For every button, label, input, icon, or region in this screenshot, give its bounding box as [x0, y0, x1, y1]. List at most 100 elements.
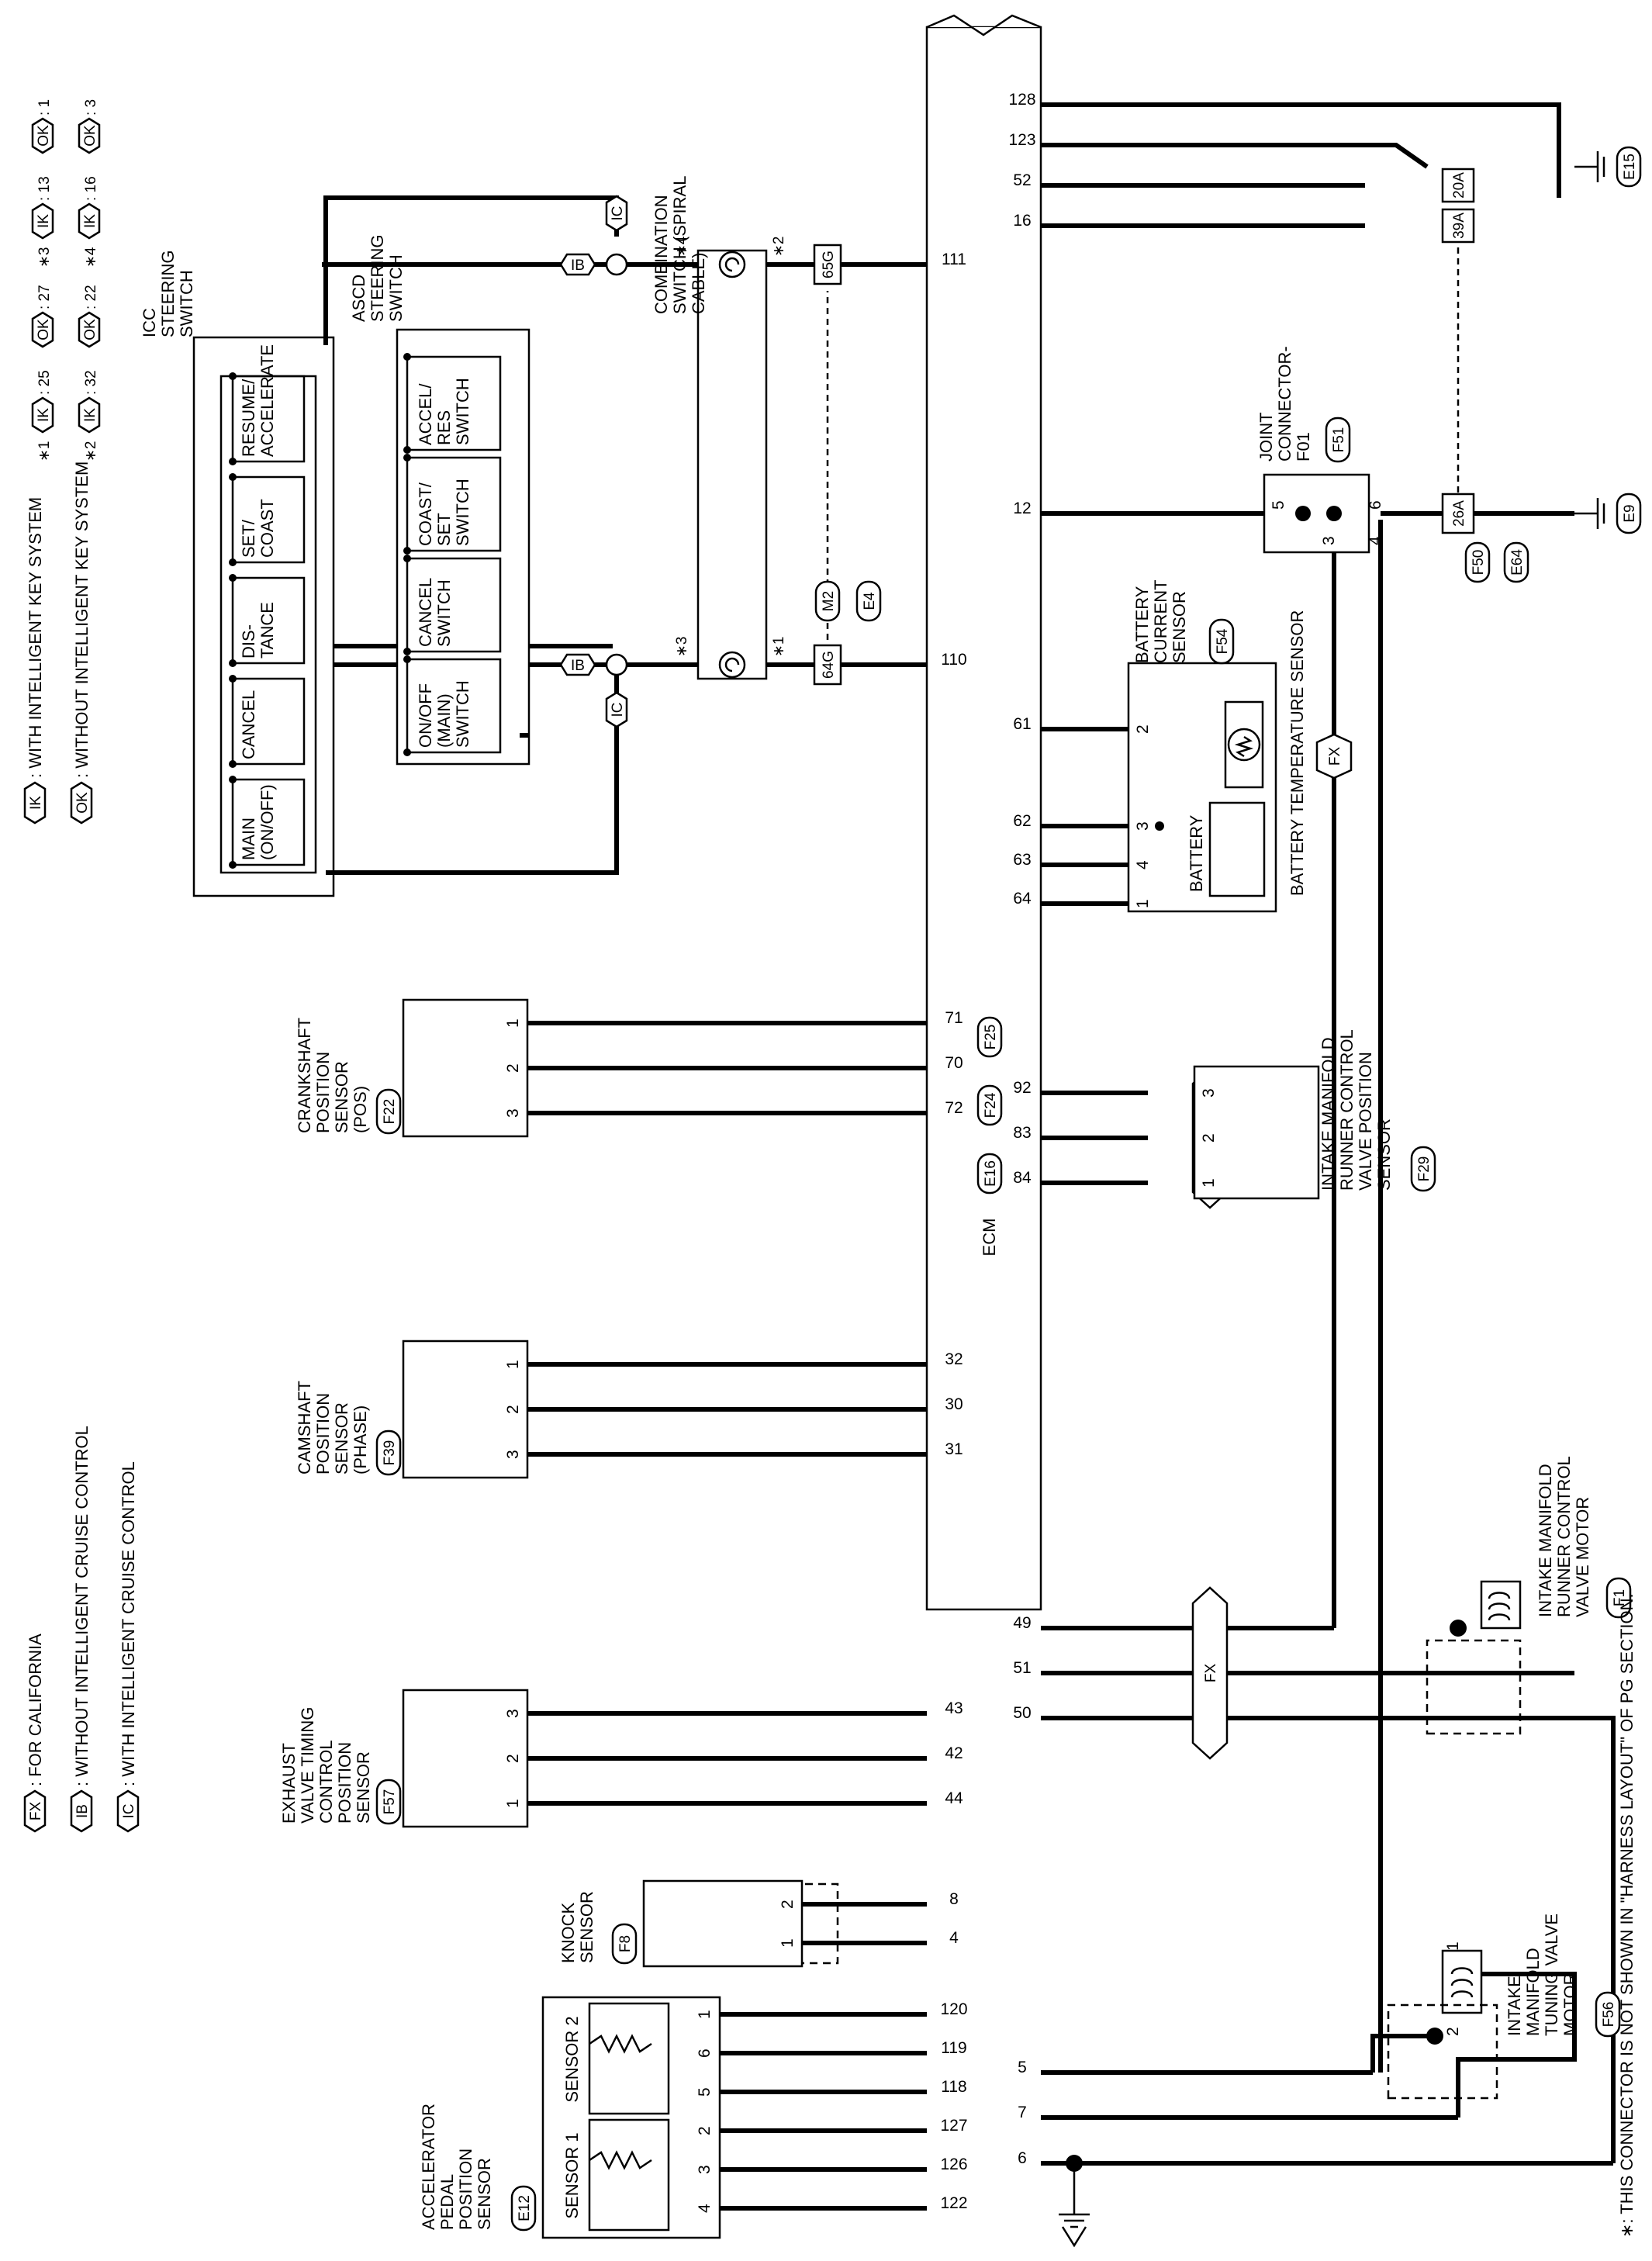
icc-wire-left	[326, 665, 619, 875]
exh-connector: F57	[382, 1789, 398, 1815]
fx-code: FX	[1327, 747, 1343, 766]
runner-connector: F1	[1612, 1589, 1628, 1606]
variant-star: ∗2	[83, 441, 99, 462]
ib-code: IB	[571, 658, 585, 674]
star-1: ∗1	[771, 637, 787, 658]
e9-label: E9	[1622, 504, 1638, 522]
variant-ik-val: : 25	[36, 370, 53, 395]
ecm-connector-1: E16	[983, 1160, 999, 1187]
ascd-switch-label: SWITCH	[453, 378, 472, 445]
ecm-pin: 7	[1018, 2104, 1027, 2121]
fx-code: FX	[1203, 1664, 1219, 1683]
app-pin: 5	[696, 2087, 714, 2097]
ecm-pin: 42	[945, 1744, 963, 1762]
legend-ik-text: : WITH INTELLIGENT KEY SYSTEM	[26, 497, 45, 778]
ascd-box	[396, 328, 531, 766]
ecm-connector-2: F24	[983, 1092, 999, 1118]
knock-title-line: SENSOR	[577, 1891, 596, 1963]
app-sensor2-label: SENSOR 2	[562, 2016, 582, 2102]
bat-pin: 2	[1134, 724, 1152, 734]
app-connector: E12	[517, 2195, 533, 2221]
harness-connectors: 64G 65G M2 E4	[813, 244, 882, 686]
ecm-pin: 51	[1013, 1659, 1031, 1677]
ascd-switch-label: COAST/	[416, 482, 435, 546]
ib-marker-110: IB	[559, 653, 596, 676]
app-title-line: ACCELERATOR	[419, 2104, 438, 2230]
cmp-sensor-box	[402, 1340, 529, 1479]
splice-open	[605, 653, 628, 676]
variant-ok: OK	[36, 319, 52, 341]
fx-badge	[23, 1789, 47, 1833]
runner-title-line: RUNNER CONTROL	[1554, 1456, 1574, 1617]
icc-switch-label: RESUME/	[239, 379, 258, 457]
ecm-pin: 70	[945, 1054, 963, 1072]
icc-switch-label: ACCELERATE	[257, 344, 277, 457]
rp-title-line: SENSOR	[1374, 1118, 1394, 1191]
ecm-pin: 71	[945, 1009, 963, 1027]
star-3: ∗3	[674, 637, 690, 658]
spiral-cable-box	[696, 249, 768, 680]
spiral-title-line: CABLE)	[689, 253, 708, 314]
e64-label: E64	[1509, 549, 1526, 576]
joint-pin: 3	[1320, 536, 1338, 545]
battery-title-line: CURRENT	[1151, 579, 1170, 663]
bat-pin: 3	[1134, 821, 1152, 831]
ecm-pin: 12	[1013, 500, 1031, 517]
knock-pin: 1	[779, 1938, 797, 1948]
runner-title-line: VALVE MOTOR	[1573, 1497, 1592, 1617]
ecm-pin: 52	[1013, 171, 1031, 189]
cmp-pin: 2	[504, 1405, 522, 1414]
ecm-pin: 119	[941, 2039, 966, 2057]
ascd-switch	[406, 658, 502, 754]
ascd-title-line: ASCD	[349, 275, 368, 322]
ascd-title-line: STEERING	[368, 235, 387, 322]
legend-ok-text: : WITHOUT INTELLIGENT KEY SYSTEM	[72, 462, 92, 778]
ecm-connector-3: F25	[983, 1025, 999, 1050]
variant-ok-val: : 27	[36, 285, 53, 309]
icc-switch	[231, 677, 306, 766]
legend-ok-code: OK	[74, 792, 91, 814]
ascd-switch-label: SWITCH	[434, 579, 454, 647]
battery-connector: F54	[1215, 628, 1231, 654]
cmp-title-line: POSITION	[313, 1393, 333, 1474]
icc-switch-label: (ON/OFF)	[257, 784, 277, 860]
legend-ib-code: IB	[74, 1804, 91, 1818]
ecm-pin: 62	[1013, 812, 1031, 830]
legend-ic-text: : WITH INTELLIGENT CRUISE CONTROL	[119, 1461, 138, 1786]
app-title-line: PEDAL	[437, 2174, 457, 2230]
wire-128	[1041, 102, 1561, 198]
ckp-pin: 3	[504, 1108, 522, 1118]
cmp-title-line: SENSOR	[332, 1402, 351, 1474]
cmp-connector: F39	[382, 1440, 398, 1466]
exh-pin: 3	[504, 1709, 522, 1718]
rp-connector: F29	[1416, 1156, 1433, 1182]
app-pin: 4	[696, 2204, 714, 2213]
icc-switch	[231, 576, 306, 665]
knock-sensor-box	[642, 1879, 804, 1968]
joint-pin: 4	[1367, 536, 1384, 545]
battery-temp-inner: BATTERY	[1187, 814, 1206, 892]
tuning-title-line: INTAKE	[1505, 1976, 1524, 2036]
battery-title-line: SENSOR	[1170, 591, 1189, 663]
legend-fx-code: FX	[28, 1802, 44, 1821]
ecm-label: ECM	[980, 1219, 999, 1257]
star-4: ∗4	[674, 236, 690, 257]
ecm-connector-badge	[976, 1084, 1003, 1126]
joint-pin: 5	[1270, 500, 1287, 510]
ib-ic-markers: IB IB IC IC	[559, 195, 651, 728]
ecm-pin: 31	[945, 1440, 963, 1458]
ascd-switch	[406, 355, 502, 451]
ecm-connector-badge	[976, 1153, 1003, 1194]
